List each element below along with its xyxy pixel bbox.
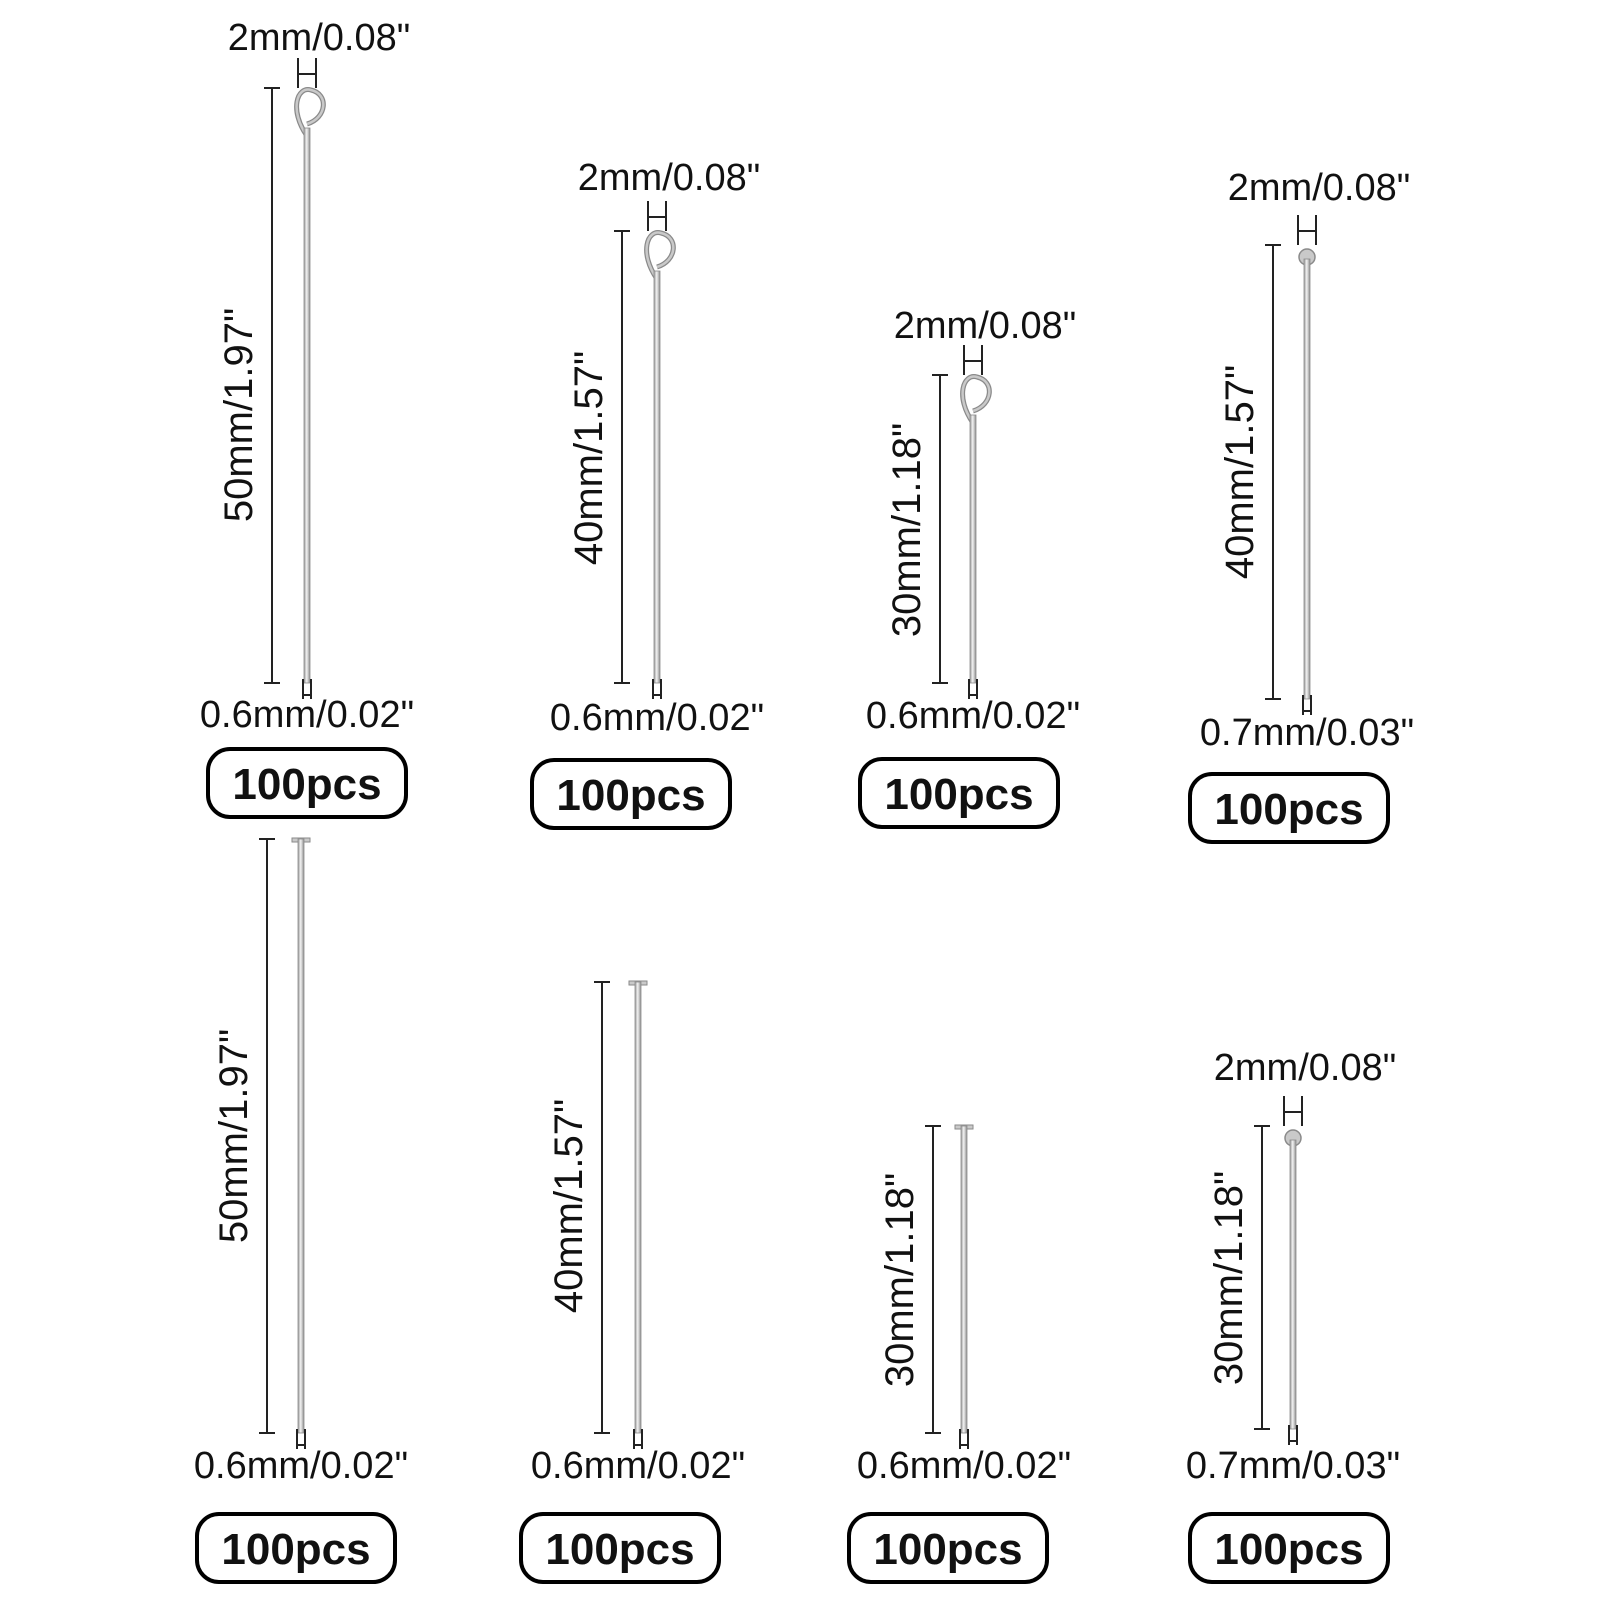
quantity-badge [1188, 1512, 1390, 1584]
quantity-label: 100pcs [1214, 1525, 1363, 1574]
pin-item: 2mm/0.08" 40mm/1.57" 0.6mm/0.02" 100pcs [530, 157, 764, 830]
pin-items: 2mm/0.08"50mm/1.97"0.6mm/0.02"100pcs2mm/… [194, 17, 1414, 1584]
pin-item: 50mm/1.97" 0.6mm/0.02" 100pcs [194, 837, 408, 1584]
quantity-badge [847, 1512, 1049, 1584]
pin-wire [303, 127, 311, 684]
quantity-badge [858, 757, 1060, 829]
head-diameter-label: 2mm/0.08" [578, 157, 760, 199]
pin-item: 2mm/0.08" 50mm/1.97" 0.6mm/0.02" 100pcs [200, 17, 414, 819]
pin-wire [960, 1125, 968, 1434]
length-label: 30mm/1.18" [1207, 1171, 1251, 1385]
eye-loop-highlight [645, 231, 675, 280]
wire-diameter-label: 0.6mm/0.02" [866, 695, 1080, 737]
quantity-badge [530, 758, 732, 830]
head-diameter-label: 2mm/0.08" [228, 17, 410, 59]
quantity-badge [206, 747, 408, 819]
quantity-label: 100pcs [556, 771, 705, 820]
quantity-label: 100pcs [1214, 785, 1363, 834]
length-label: 40mm/1.57" [567, 351, 611, 565]
length-label: 50mm/1.97" [212, 1029, 256, 1243]
wire-diameter-label: 0.7mm/0.03" [1200, 712, 1414, 754]
wire-diameter-label: 0.6mm/0.02" [194, 1445, 408, 1487]
quantity-label: 100pcs [221, 1525, 370, 1574]
pin-wire [634, 981, 642, 1434]
pin-wire [1303, 258, 1311, 700]
eye-loop-highlight [295, 88, 325, 137]
length-label: 30mm/1.18" [878, 1173, 922, 1387]
pin-wire [297, 838, 305, 1434]
pin-item: 2mm/0.08" 30mm/1.18" 0.7mm/0.03" 100pcs [1186, 1047, 1400, 1584]
pin-item: 2mm/0.08" 40mm/1.57" 0.7mm/0.03" 100pcs [1188, 167, 1414, 844]
wire-diameter-label: 0.6mm/0.02" [200, 694, 414, 736]
pin-item: 2mm/0.08" 30mm/1.18" 0.6mm/0.02" 100pcs [858, 305, 1080, 829]
eye-loop-highlight [961, 375, 991, 424]
length-label: 30mm/1.18" [885, 423, 929, 637]
pin-wire [969, 414, 977, 684]
length-label: 40mm/1.57" [1218, 365, 1262, 579]
quantity-badge [195, 1512, 397, 1584]
quantity-label: 100pcs [232, 760, 381, 809]
quantity-label: 100pcs [545, 1525, 694, 1574]
head-diameter-label: 2mm/0.08" [1228, 167, 1410, 209]
pin-item: 40mm/1.57" 0.6mm/0.02" 100pcs [519, 980, 745, 1584]
quantity-label: 100pcs [873, 1525, 1022, 1574]
head-diameter-label: 2mm/0.08" [894, 305, 1076, 347]
length-label: 40mm/1.57" [547, 1099, 591, 1313]
length-label: 50mm/1.97" [217, 308, 261, 522]
wire-diameter-label: 0.6mm/0.02" [531, 1445, 745, 1487]
wire-diameter-label: 0.6mm/0.02" [857, 1445, 1071, 1487]
quantity-label: 100pcs [884, 770, 1033, 819]
head-diameter-label: 2mm/0.08" [1214, 1047, 1396, 1089]
quantity-badge [519, 1512, 721, 1584]
pin-wire [653, 270, 661, 684]
pin-wire [1289, 1139, 1297, 1430]
wire-diameter-label: 0.6mm/0.02" [550, 697, 764, 739]
quantity-badge [1188, 772, 1390, 844]
pin-item: 30mm/1.18" 0.6mm/0.02" 100pcs [847, 1124, 1071, 1584]
wire-diameter-label: 0.7mm/0.03" [1186, 1445, 1400, 1487]
